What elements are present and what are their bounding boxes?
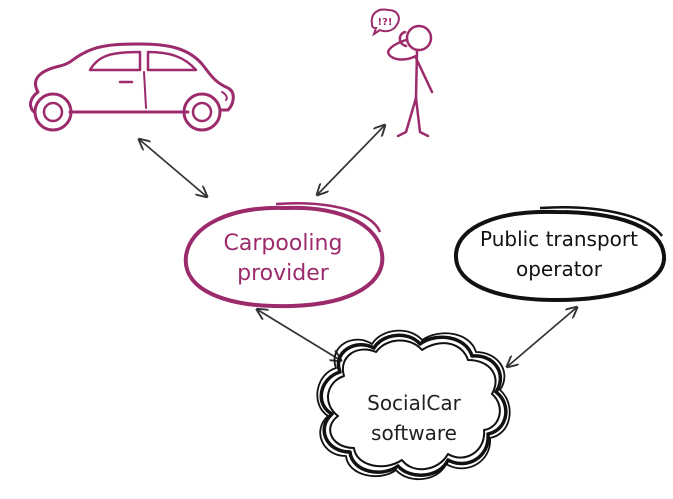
socialcar-software-label-line2: software [371, 421, 457, 445]
arrow-person-carpooling [318, 126, 384, 194]
car-icon [29, 42, 235, 132]
carpooling-provider-node: Carpooling provider [183, 202, 385, 309]
carpooling-provider-label-line1: Carpooling [224, 231, 343, 256]
arrow-public-transport-socialcar [508, 308, 576, 366]
public-transport-operator-outline [453, 209, 667, 303]
arrow-carpooling-socialcar [258, 310, 340, 360]
socialcar-software-node: SocialCar software [316, 329, 511, 481]
carpooling-provider-outline [183, 205, 385, 309]
public-transport-operator-label-line2: operator [516, 257, 603, 281]
arrow-car-carpooling [140, 140, 206, 196]
public-transport-operator-label-line1: Public transport [480, 227, 638, 251]
speech-bubble-text: !?! [378, 17, 393, 28]
carpooling-provider-label-line2: provider [237, 261, 330, 286]
public-transport-operator-node: Public transport operator [453, 206, 667, 303]
person-on-phone-icon [386, 24, 434, 138]
speech-bubble-icon: !?! [370, 8, 400, 37]
socialcar-cloud-outline [316, 329, 511, 481]
arrows [140, 126, 576, 366]
socialcar-software-label-line1: SocialCar [367, 391, 462, 415]
